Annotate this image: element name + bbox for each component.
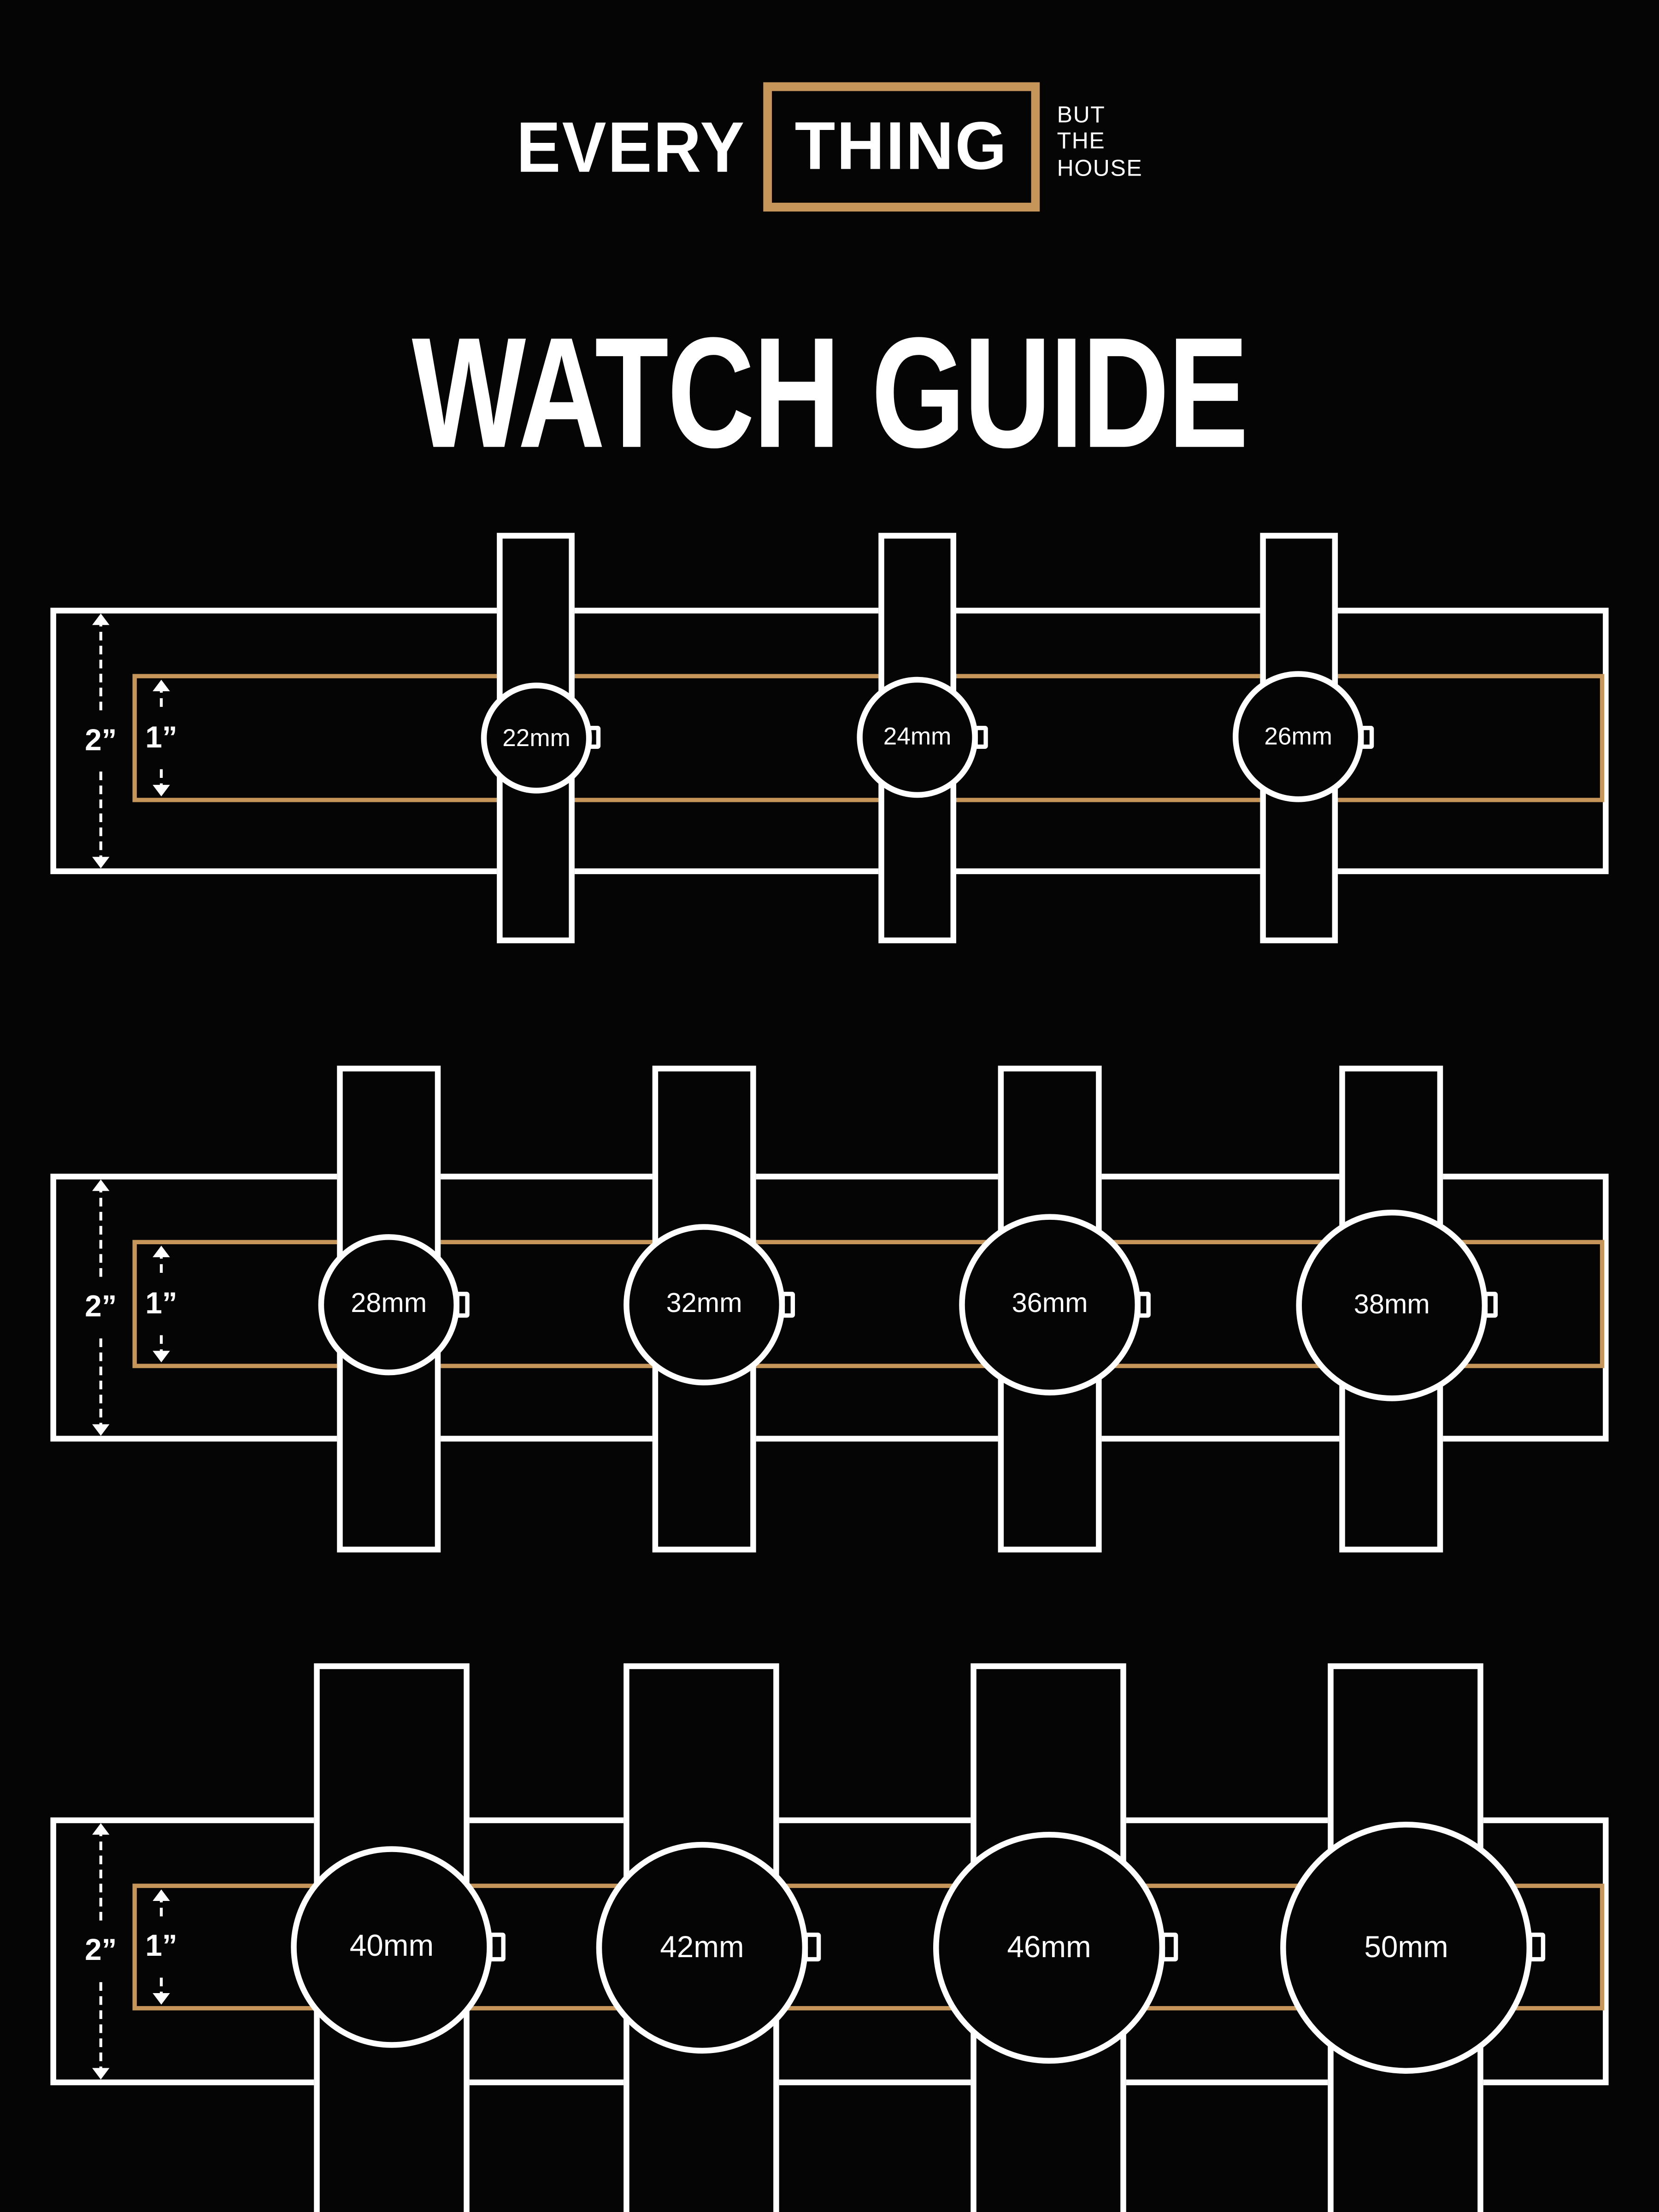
measure-arrow-up-icon: [153, 1246, 170, 1258]
watch-case: 26mm: [1233, 671, 1364, 802]
measure-arrow-down-icon: [153, 1351, 170, 1363]
measure-arrow-up-icon: [92, 1179, 110, 1191]
logo-word-every: EVERY: [516, 106, 746, 188]
logo-word-thing-boxed: THING: [763, 82, 1040, 212]
measure-1inch: 1”: [141, 1246, 182, 1363]
logo-tagline-line-2: THE: [1057, 130, 1106, 155]
measure-label-1inch: 1”: [141, 1918, 182, 1976]
measure-arrow-down-icon: [92, 1424, 110, 1436]
watch-case: 22mm: [481, 682, 592, 794]
watch-case: 42mm: [596, 1841, 808, 2054]
band-1inch: [132, 674, 1605, 802]
watch-case: 32mm: [624, 1224, 785, 1386]
watch-case: 28mm: [318, 1234, 459, 1376]
measure-arrow-down-icon: [92, 857, 110, 869]
watch-size-label: 32mm: [666, 1288, 742, 1319]
watch-size-label: 38mm: [1353, 1289, 1430, 1320]
measure-1inch: 1”: [141, 680, 182, 797]
watch-size-label: 22mm: [502, 724, 571, 751]
logo-tagline: BUT THE HOUSE: [1057, 104, 1143, 183]
measure-arrow-down-icon: [92, 2068, 110, 2080]
logo-tagline-line-3: HOUSE: [1057, 156, 1143, 182]
measure-arrow-up-icon: [92, 1823, 110, 1835]
measure-arrow-up-icon: [153, 1889, 170, 1901]
page-title: WATCH GUIDE: [412, 304, 1249, 481]
band-2inch: [50, 607, 1609, 874]
watch-case: 50mm: [1280, 1822, 1532, 2074]
watch-size-label: 36mm: [1012, 1288, 1088, 1319]
logo-tagline-line-1: BUT: [1057, 104, 1106, 129]
measure-1inch: 1”: [141, 1889, 182, 2005]
measure-label-1inch: 1”: [141, 709, 182, 767]
band-1inch: [132, 1883, 1605, 2011]
measure-label-2inch: 2”: [80, 1922, 121, 1980]
watch-size-label: 28mm: [351, 1288, 427, 1319]
watch-case: 40mm: [291, 1846, 493, 2048]
watch-size-label: 24mm: [883, 723, 952, 751]
measure-arrow-down-icon: [153, 1993, 170, 2005]
watch-case: 46mm: [933, 1832, 1165, 2064]
measure-2inch: 2”: [80, 1179, 121, 1436]
measure-arrow-up-icon: [92, 613, 110, 625]
ebth-logo: EVERY THING BUT THE HOUSE: [0, 82, 1659, 212]
measure-arrow-down-icon: [153, 785, 170, 797]
band-1inch: [132, 1240, 1605, 1368]
measure-arrow-up-icon: [153, 680, 170, 691]
measure-label-2inch: 2”: [80, 712, 121, 770]
watch-size-label: 50mm: [1364, 1930, 1448, 1964]
measure-label-2inch: 2”: [80, 1279, 121, 1336]
watch-case: 38mm: [1296, 1210, 1488, 1401]
watch-case: 24mm: [857, 677, 978, 798]
watch-size-label: 46mm: [1007, 1930, 1091, 1964]
measure-2inch: 2”: [80, 1823, 121, 2080]
watch-size-label: 40mm: [349, 1930, 434, 1963]
watch-size-label: 42mm: [660, 1930, 744, 1964]
measure-label-1inch: 1”: [141, 1275, 182, 1333]
watch-size-label: 26mm: [1264, 722, 1332, 750]
watch-case: 36mm: [959, 1214, 1141, 1396]
measure-2inch: 2”: [80, 613, 121, 869]
